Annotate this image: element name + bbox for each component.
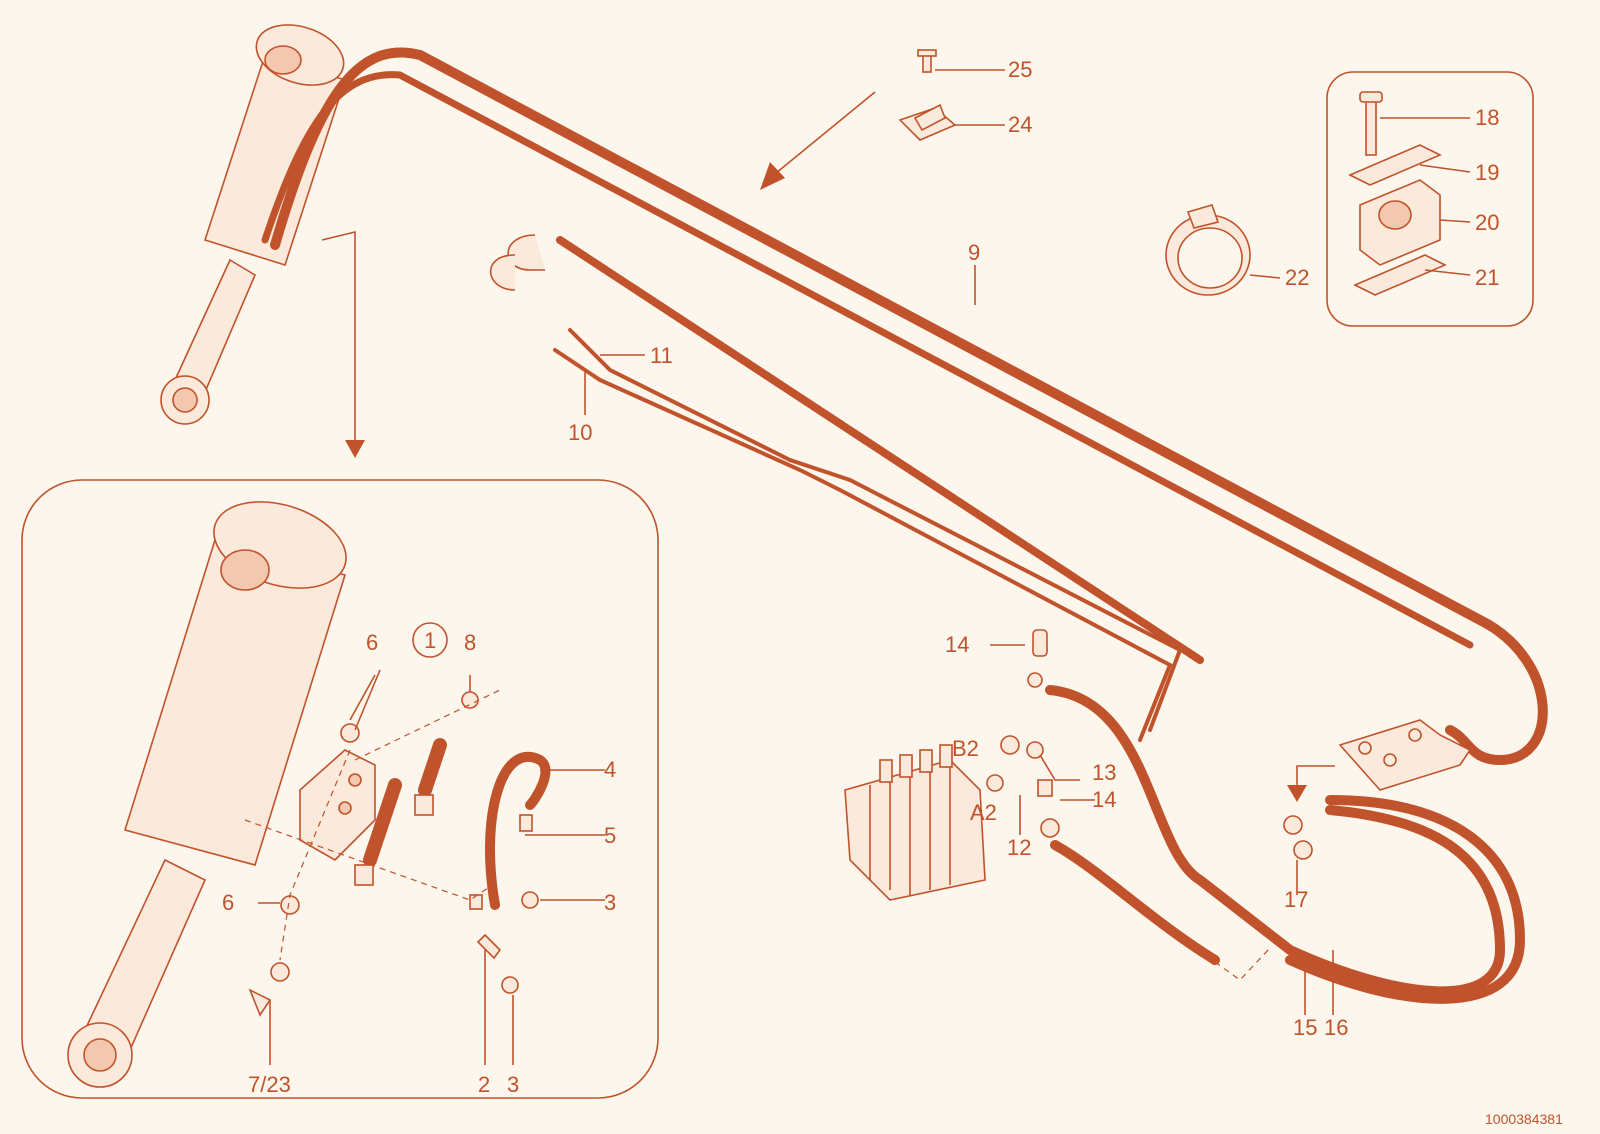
label-4: 4 bbox=[604, 757, 616, 782]
label-21: 21 bbox=[1475, 265, 1499, 290]
hydraulic-cylinder-detail bbox=[67, 501, 347, 1088]
document-id: 1000384381 bbox=[1485, 1111, 1563, 1127]
clamp-pointer-line bbox=[769, 91, 876, 179]
label-15: 15 bbox=[1293, 1015, 1317, 1040]
control-valve-block bbox=[844, 744, 986, 901]
clamp-kit-frame bbox=[1326, 71, 1534, 327]
label-2: 2 bbox=[478, 1072, 490, 1097]
hose-9-inner bbox=[261, 71, 1474, 649]
cylinder-detail-frame bbox=[21, 479, 659, 1099]
label-22: 22 bbox=[1285, 265, 1309, 290]
hose-2 bbox=[354, 778, 402, 886]
label-1: 1 bbox=[424, 628, 436, 653]
hose-clamp-22 bbox=[1165, 204, 1251, 296]
label-11: 11 bbox=[650, 343, 673, 368]
label-7-23: 7/23 bbox=[248, 1072, 291, 1097]
label-5: 5 bbox=[604, 823, 616, 848]
label-13: 13 bbox=[1092, 760, 1116, 785]
pipe-4 bbox=[485, 752, 551, 910]
label-25: 25 bbox=[1008, 57, 1032, 82]
clamp-bracket-24 bbox=[898, 103, 957, 141]
bracket-pointer-arrow bbox=[1287, 785, 1307, 802]
clamp-kit-parts bbox=[1348, 91, 1447, 296]
label-3-bottom: 3 bbox=[507, 1072, 519, 1097]
label-20: 20 bbox=[1475, 210, 1499, 235]
hydraulic-cylinder-top bbox=[160, 24, 347, 425]
hose-fitting-straight bbox=[414, 738, 447, 816]
label-3-right: 3 bbox=[604, 890, 616, 915]
leader-lines bbox=[258, 69, 1471, 1065]
label-24: 24 bbox=[1008, 112, 1032, 137]
label-b2: B2 bbox=[952, 736, 979, 761]
bracket-pointer-line bbox=[1296, 765, 1335, 785]
clamp-pointer-arrow bbox=[760, 162, 785, 190]
label-1-circle bbox=[412, 622, 448, 658]
mounting-bracket bbox=[1338, 719, 1472, 791]
label-9: 9 bbox=[968, 240, 980, 265]
label-6-top: 6 bbox=[366, 630, 378, 655]
pipes-10-11 bbox=[489, 234, 1204, 742]
label-8: 8 bbox=[464, 630, 476, 655]
label-18: 18 bbox=[1475, 105, 1499, 130]
label-14-bottom: 14 bbox=[1092, 787, 1116, 812]
label-16: 16 bbox=[1324, 1015, 1348, 1040]
detail-pointer-arrow bbox=[345, 440, 365, 458]
detail-pointer-line bbox=[321, 230, 356, 440]
clamp-bolt-25 bbox=[917, 49, 937, 73]
fittings-17 bbox=[1283, 815, 1313, 860]
label-14-top: 14 bbox=[945, 632, 969, 657]
fittings-detail bbox=[248, 691, 539, 1017]
label-6-bottom: 6 bbox=[222, 890, 234, 915]
label-17: 17 bbox=[1284, 887, 1308, 912]
label-a2: A2 bbox=[970, 800, 997, 825]
label-10: 10 bbox=[568, 420, 592, 445]
label-12: 12 bbox=[1007, 835, 1031, 860]
fittings-12-14 bbox=[986, 629, 1060, 838]
label-19: 19 bbox=[1475, 160, 1499, 185]
